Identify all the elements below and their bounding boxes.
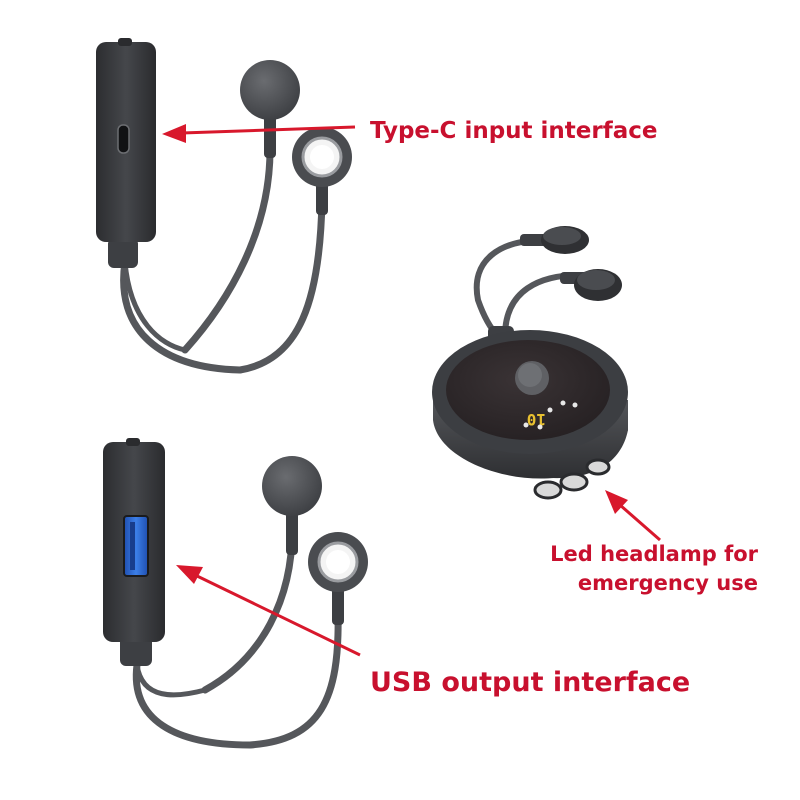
led-light-windows (533, 458, 611, 500)
electrode-pad (262, 456, 322, 516)
usb-callout-label: USB output interface (370, 667, 691, 698)
cable (246, 608, 342, 749)
cable (122, 259, 188, 353)
cable (201, 516, 296, 694)
typec-callout-arrow (162, 124, 356, 143)
led-callout-arrow (605, 490, 661, 542)
cable (134, 662, 208, 698)
typec-device (96, 38, 352, 374)
cable (181, 146, 274, 354)
led-callout-line2: emergency use (577, 571, 758, 595)
cable (473, 237, 548, 339)
cable (236, 196, 326, 374)
typec-callout-label: Type-C input interface (370, 118, 658, 144)
usb-device (103, 438, 368, 749)
usb-port (123, 515, 149, 577)
round-led-lamp: 10 (432, 226, 628, 500)
electrode-pad (240, 60, 300, 120)
type-c-port (117, 124, 130, 154)
led-callout-label: Led headlamp for emergency use (548, 540, 758, 598)
cable (132, 661, 254, 749)
usb-callout-arrow (176, 565, 361, 657)
cable (502, 272, 583, 339)
lamp-display: 10 (527, 410, 546, 429)
cable (120, 258, 244, 374)
led-callout-line1: Led headlamp for (550, 542, 758, 566)
